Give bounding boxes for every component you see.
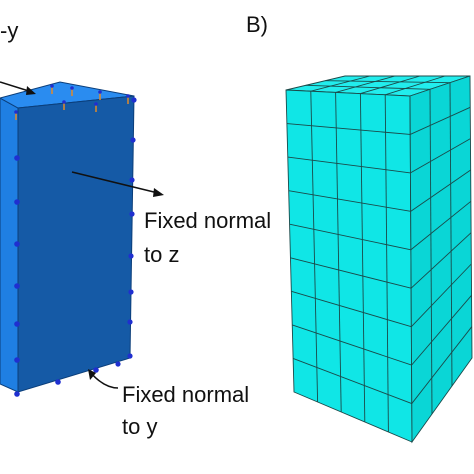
mesh-line	[385, 75, 446, 96]
panel-b-label: B)	[246, 12, 268, 37]
mesh-left-face	[285, 89, 413, 443]
label-cut-direction: -y	[0, 18, 18, 43]
support-markers-right	[127, 97, 137, 359]
load-markers	[14, 84, 130, 120]
mesh-line	[410, 169, 471, 212]
mesh-right-face	[409, 75, 473, 444]
mesh-line	[310, 75, 371, 92]
arrow-fixed-z-head	[153, 188, 164, 197]
mesh-line	[410, 200, 472, 251]
mesh-line	[359, 93, 366, 423]
mesh-line	[335, 75, 396, 93]
mesh-line	[429, 89, 433, 415]
mesh-block	[285, 75, 473, 444]
mesh-line	[288, 190, 411, 212]
arrow-cut-plane-head	[26, 86, 36, 95]
panel-a: -y Fixed normal to z Fixed normal to y	[0, 18, 271, 439]
mesh-line	[290, 257, 412, 289]
mesh-line	[335, 92, 342, 413]
mesh-line	[289, 223, 411, 251]
mesh-line	[292, 358, 412, 404]
mesh-line	[410, 106, 471, 135]
panel-b: B)	[246, 12, 473, 444]
label-fixed-z-line2: to z	[144, 242, 179, 267]
mesh-line	[360, 75, 421, 95]
mesh-line	[411, 326, 473, 404]
mesh-line	[411, 263, 472, 327]
mesh-grid-lines	[286, 75, 473, 433]
mesh-line	[384, 94, 389, 433]
mesh-line	[310, 91, 319, 403]
arrow-fixed-y-head	[88, 369, 96, 380]
label-fixed-y-line1: Fixed normal	[122, 382, 249, 407]
mesh-line	[291, 290, 412, 328]
support-markers-bottom	[55, 361, 121, 385]
mesh-line	[305, 84, 431, 90]
mesh-line	[287, 156, 411, 174]
mesh-line	[449, 82, 453, 387]
mesh-line	[325, 80, 451, 84]
mesh-line	[292, 324, 412, 366]
mesh-line	[286, 123, 411, 135]
label-fixed-y-line2: to y	[122, 414, 157, 439]
mesh-line	[410, 232, 472, 289]
arrow-fixed-z	[71, 171, 159, 194]
label-fixed-z-line1: Fixed normal	[144, 208, 271, 233]
panel-a-block	[0, 81, 135, 393]
block-front-face	[17, 95, 135, 393]
mesh-line	[410, 138, 471, 174]
support-markers-left	[14, 155, 20, 397]
mesh-line	[411, 295, 472, 366]
annotation-arrows	[0, 81, 164, 389]
